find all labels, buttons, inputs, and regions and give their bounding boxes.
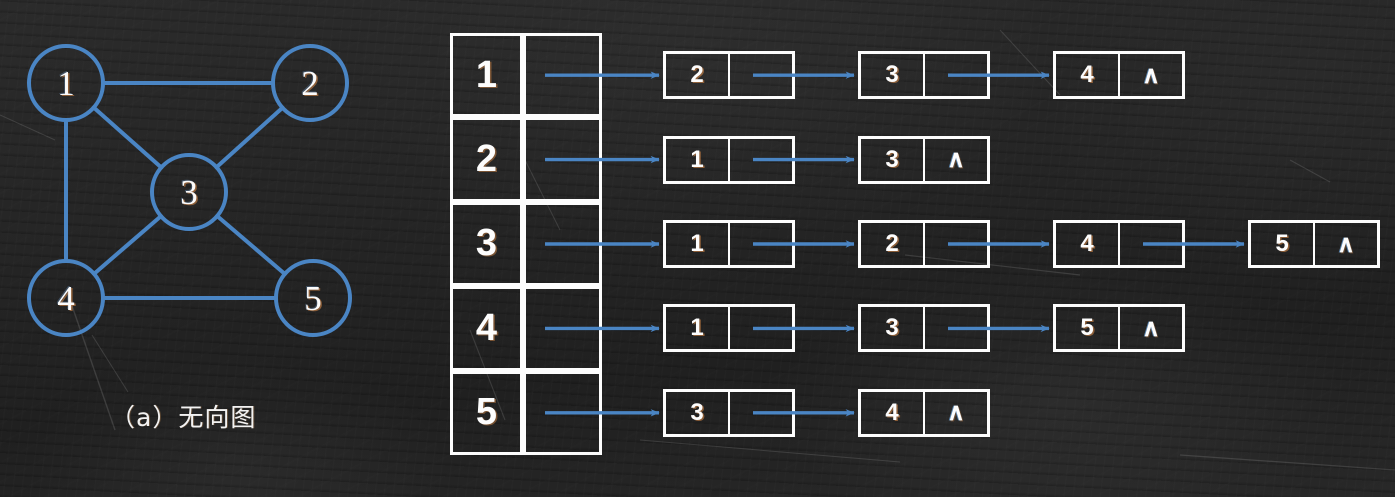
list-node-value: 4	[1053, 220, 1119, 268]
list-node-value: 3	[858, 304, 924, 353]
list-node-null-terminator: ∧	[1314, 220, 1380, 268]
list-node-value: 3	[663, 388, 729, 437]
list-node-null-terminator: ∧	[924, 388, 990, 437]
graph-edge-3-4	[92, 214, 163, 276]
list-node-value: 2	[858, 220, 924, 268]
graph-node-2	[271, 44, 349, 122]
graph-node-3	[150, 153, 228, 231]
list-node-value: 4	[858, 388, 924, 437]
graph-node-label-5: 5	[304, 279, 322, 318]
list-node-value: 1	[663, 220, 729, 268]
list-node-value: 4	[1053, 51, 1119, 100]
graph-node-label-2: 2	[301, 64, 319, 103]
list-node-value: 5	[1248, 220, 1314, 268]
list-node-value: 1	[663, 135, 729, 184]
list-node-row2-pos2: 3∧	[858, 135, 990, 184]
list-node-row1-pos3: 4∧	[1053, 51, 1185, 100]
list-node-value: 1	[663, 304, 729, 353]
list-node-row3-pos4: 5∧	[1248, 220, 1380, 268]
list-node-row5-pos1: 3	[663, 388, 795, 437]
list-node-value: 3	[858, 135, 924, 184]
graph-edge-1-3	[91, 105, 164, 170]
list-node-null-terminator: ∧	[1119, 51, 1185, 100]
vertex-index-cell-2: 2	[450, 117, 523, 202]
list-node-null-terminator: ∧	[924, 135, 990, 184]
graph-caption: （a）无向图	[110, 403, 257, 432]
graph-edge-3-5	[215, 214, 287, 276]
graph-node-label-4: 4	[57, 279, 75, 318]
graph-edge-2-3	[214, 105, 285, 170]
vertex-index-cell-4: 4	[450, 286, 523, 371]
list-node-row4-pos3: 5∧	[1053, 304, 1185, 353]
list-node-value: 3	[858, 51, 924, 100]
list-node-row5-pos2: 4∧	[858, 388, 990, 437]
list-node-value: 2	[663, 51, 729, 100]
list-node-row3-pos3: 4	[1053, 220, 1185, 268]
graph-node-4	[27, 259, 105, 337]
vertex-index-cell-1: 1	[450, 33, 523, 118]
vertex-index-cell-5: 5	[450, 370, 523, 455]
graph-node-5	[274, 259, 352, 337]
graph-node-label-1: 1	[57, 64, 75, 103]
vertex-index-cell-3: 3	[450, 201, 523, 287]
graph-node-label-3: 3	[180, 173, 198, 212]
graph-node-1	[27, 44, 105, 122]
list-node-null-terminator: ∧	[1119, 304, 1185, 353]
list-node-value: 5	[1053, 304, 1119, 353]
